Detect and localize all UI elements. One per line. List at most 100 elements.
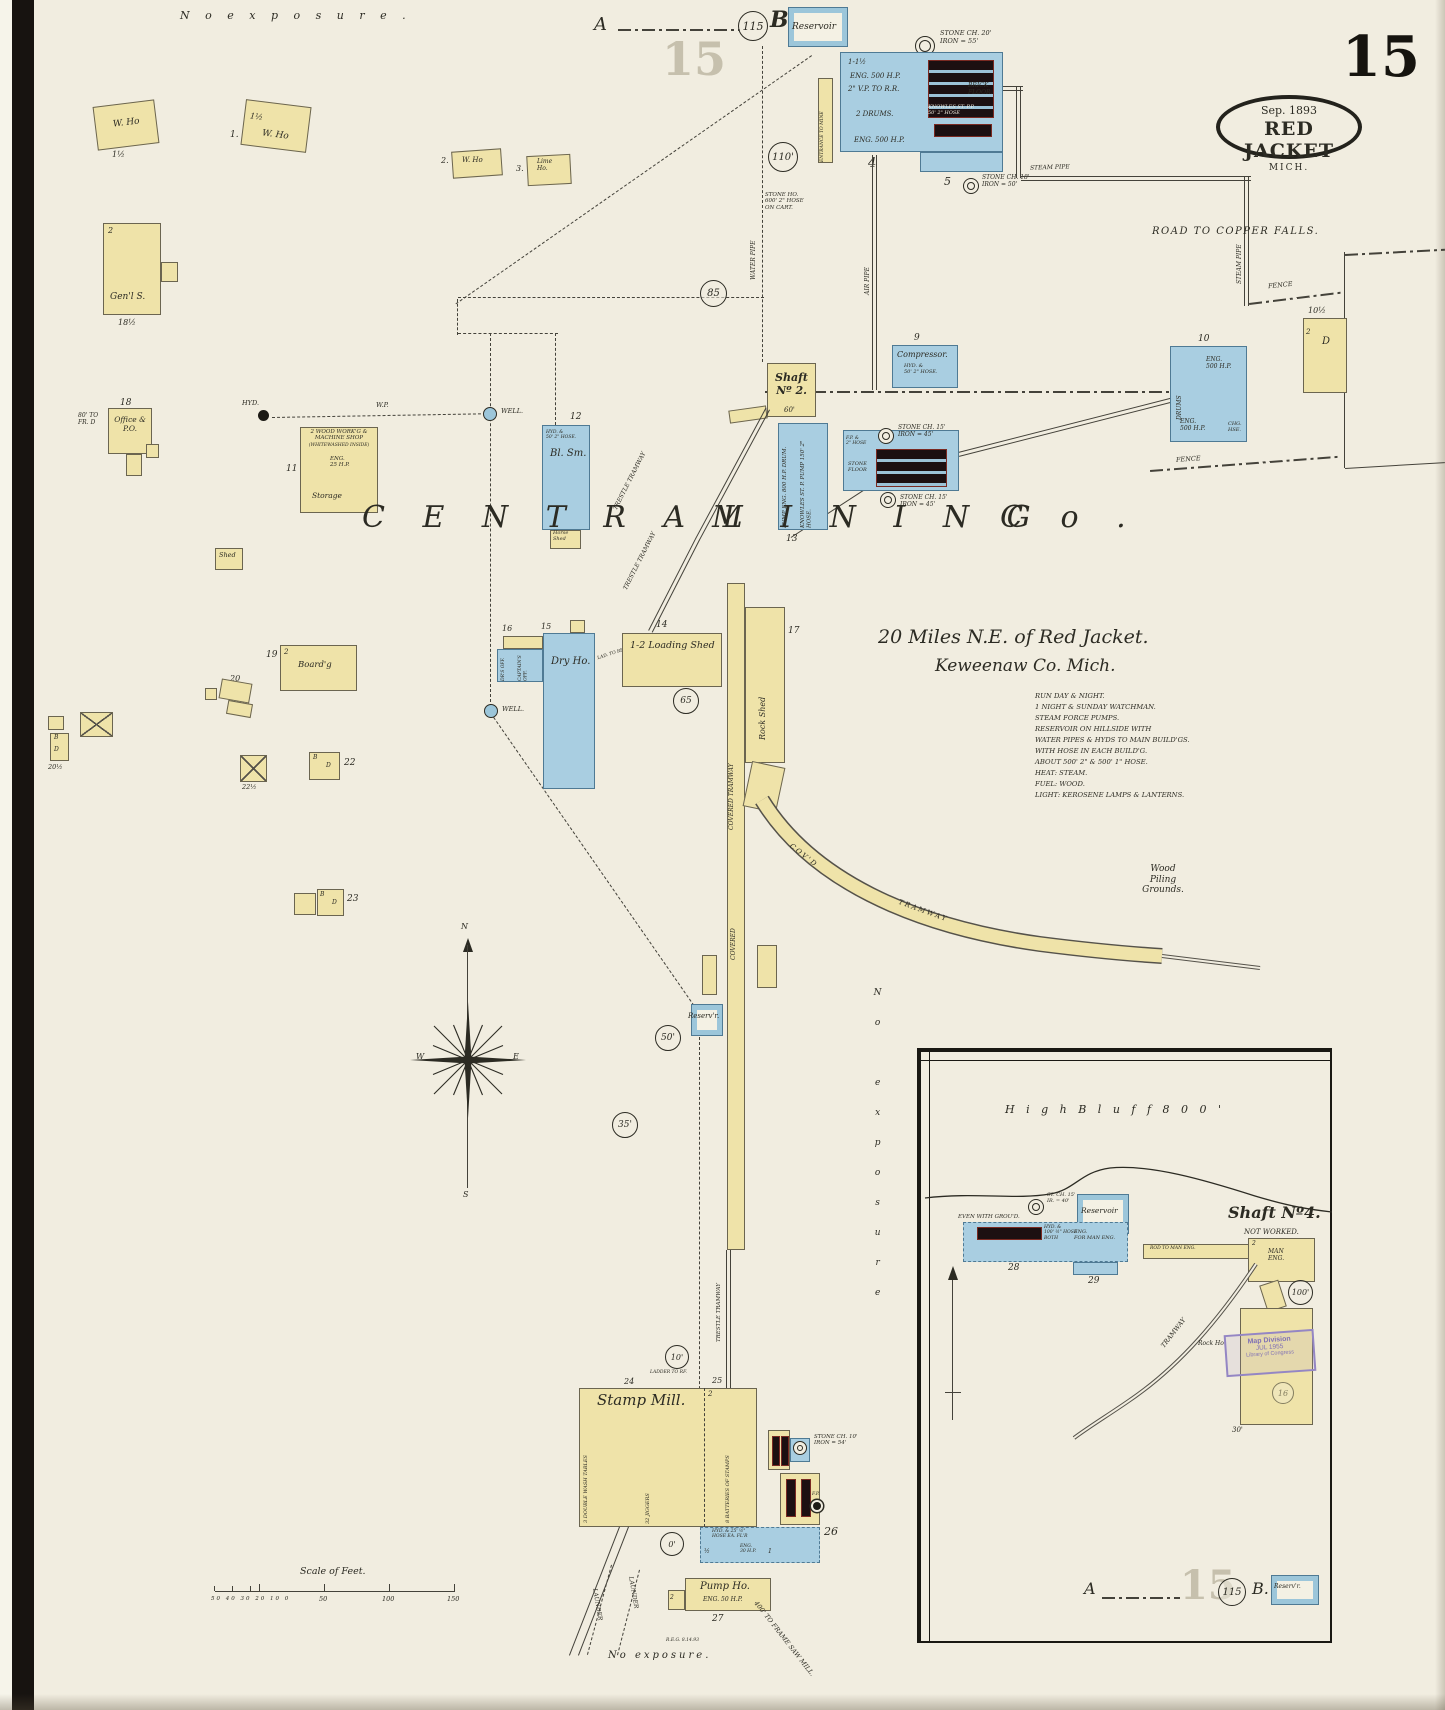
even-with-ground-note: EVEN WITH GROU'D.: [958, 1214, 1020, 1220]
shaft-2-label: Shaft Nº 2.: [775, 371, 808, 397]
reservoir-inset-bottom: [1272, 1576, 1318, 1604]
post-office-number: 18: [120, 398, 132, 408]
b4-engine1: ENG. 500 H.P.: [850, 72, 901, 80]
dwelling-stories: 2: [1306, 328, 1311, 336]
b16-number: 16: [502, 624, 513, 633]
building-bd: [50, 733, 69, 761]
chimney-icon: [963, 178, 979, 194]
oval-date: Sep. 1893: [1260, 104, 1318, 117]
steam-pipe-line: [765, 391, 1170, 393]
bluff-contour-line: [924, 1166, 1332, 1213]
shaft-4-label: Shaft Nº4.: [1228, 1203, 1321, 1222]
stamp-mill-divider: [704, 1388, 705, 1527]
oval-state: MICH.: [1268, 162, 1310, 173]
boarding-stories: 2: [284, 648, 289, 656]
rock-house-depth: 30': [1232, 1426, 1243, 1434]
title-co: C o .: [1000, 500, 1140, 535]
man-engine-stories: 2: [1252, 1240, 1256, 1247]
building-rock-house: [1240, 1308, 1313, 1425]
air-pipe-label: AIR PIPE: [864, 267, 871, 295]
covered-tramway-label: COVERED TRAMWAY: [728, 763, 735, 830]
w-ho-3-label: W. Ho: [462, 156, 483, 164]
library-of-congress-stamp: Map Division JUL 1955 Library of Congres…: [1223, 1328, 1317, 1378]
post-office-distance-note: 80' TO FR. D: [78, 412, 99, 427]
bd-b-label: B: [320, 891, 325, 898]
scale-tick: [232, 1586, 233, 1591]
pump-house-label: Pump Ho.: [700, 1581, 750, 1592]
stamp-mill-section2: 2: [708, 1390, 713, 1398]
note-line: WATER PIPES & HYDS TO MAIN BUILD'GS.: [1035, 736, 1190, 744]
b10-engine2: ENG. 500 H.P.: [1180, 418, 1206, 433]
b4-number: 4: [868, 156, 877, 171]
shaft-2-depth: 60': [784, 406, 795, 414]
building-pump-house-annex: [668, 1590, 685, 1610]
scale-title: Scale of Feet.: [300, 1566, 366, 1577]
building-general-store-annex: [161, 262, 178, 282]
building-post-office-annex: [126, 454, 142, 476]
cluster-20-number: 20: [230, 674, 241, 683]
water-pipe-line: [762, 46, 763, 362]
fire-pump-icon: [813, 1502, 821, 1510]
distance-circle-0: 0': [660, 1532, 684, 1556]
mine-entrance-strip: [818, 78, 833, 163]
well-label: WELL.: [501, 407, 524, 415]
b29-engine: ENG. FOR MAN ENG.: [1074, 1229, 1116, 1241]
b4-drums: 2 DRUMS.: [856, 110, 894, 118]
page-number: 15: [1342, 24, 1420, 90]
water-pipe-abbrev: W.P.: [376, 401, 389, 409]
note-line: WITH HOSE IN EACH BUILD'G.: [1035, 747, 1148, 755]
high-bluff-label: H i g h B l u f f 8 0 0 ': [1005, 1103, 1226, 1116]
horse-shed-label: Horse Shed: [553, 530, 569, 542]
air-pipe-line: [872, 155, 877, 390]
section-marker-b: B: [770, 7, 789, 33]
batteries-label: 8 BATTERIES OF STAMPS: [725, 1455, 731, 1523]
building-hoist-10: [1170, 346, 1247, 442]
dwelling-number: 10½: [1308, 306, 1326, 315]
building-16-cap: [503, 636, 543, 649]
covered-tramway-strip: [727, 583, 745, 1250]
building-dry-cap: [570, 620, 585, 633]
covered-tramway-curve: [755, 795, 1261, 970]
b23-number: 23: [347, 894, 359, 904]
shaft-4-status: NOT WORKED.: [1244, 1228, 1299, 1236]
b22-number: 22: [344, 758, 356, 768]
inset-north-arrow-icon: [948, 1266, 958, 1280]
stone-chimney-note: ST. CH. 15' IR. = 40': [1047, 1192, 1076, 1204]
blacksmith-hose-note: HYD. & 50' 2" HOSE.: [546, 430, 577, 441]
chimney-icon: [878, 428, 894, 444]
inset-border-right: [1330, 1048, 1332, 1643]
boilers-icon: [876, 449, 947, 487]
b22half-number: 22½: [242, 783, 257, 791]
man-engine-label: MAN ENG.: [1268, 1248, 1285, 1263]
compressor-label: Compressor.: [897, 350, 948, 359]
rod-corridor-label: ROD TO MAN ENG.: [1150, 1246, 1196, 1251]
stamp-mill-label: Stamp Mill.: [597, 1391, 686, 1409]
building-machine-shop: [300, 427, 378, 513]
scale-50: 50: [319, 1595, 328, 1603]
fence-label: FENCE: [1175, 454, 1201, 464]
stamp-battery-icon: [786, 1479, 796, 1517]
road-label: ROAD TO COPPER FALLS.: [1152, 226, 1320, 237]
bd-d-label: D: [326, 762, 331, 769]
stamp-battery-icon: [772, 1436, 780, 1466]
boiler-fp-note: F.P. & 2" HOSE: [846, 436, 867, 447]
building-general-store: [103, 223, 161, 315]
steam-pipe-line: [1003, 86, 1023, 91]
inset-section-line: [1102, 1597, 1180, 1599]
b26-engine: ENG. 30 H.P.: [740, 1544, 757, 1555]
water-pipe-line: [699, 1037, 700, 1429]
distance-circle-10: 10': [665, 1345, 689, 1369]
distance-circle-100: 100': [1288, 1280, 1313, 1305]
stone-chimney-note: STONE CH. 15' IRON = 45': [900, 494, 948, 509]
boarding-number: 19: [266, 650, 278, 660]
bd-d-label: D: [332, 899, 337, 906]
distance-circle-115: 115: [1218, 1578, 1246, 1606]
ladder-note: LADDER TO RF.: [650, 1370, 687, 1375]
distance-circle-110: 110': [768, 142, 798, 172]
building-bd: [309, 752, 340, 780]
pump-annex-stories: 2: [670, 1594, 674, 1601]
b10-engine1: ENG. 500 H.P.: [1206, 356, 1232, 371]
shed-label: Shed: [219, 551, 236, 559]
fire-pump-label: F.P.: [812, 1492, 820, 1497]
pipe-line: [555, 333, 556, 425]
